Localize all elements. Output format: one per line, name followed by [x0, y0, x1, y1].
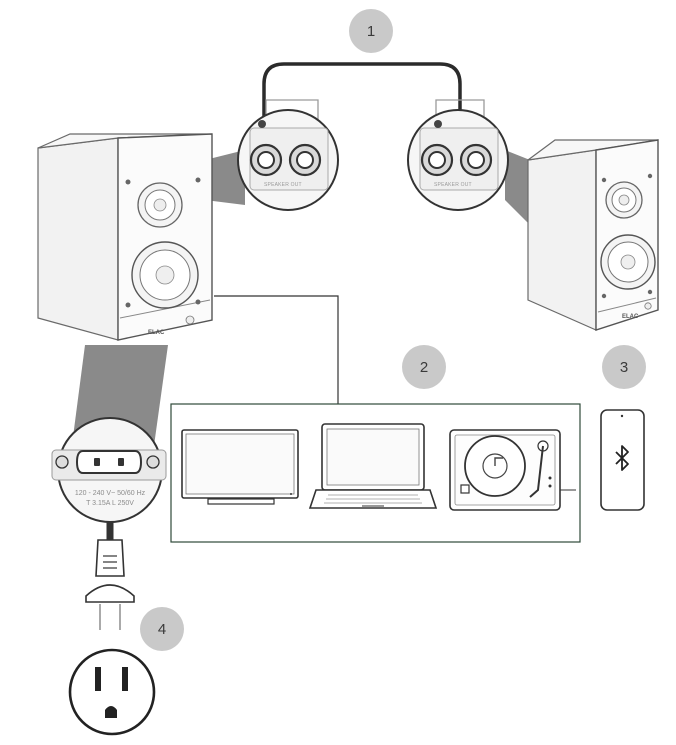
- bluetooth-icon: [615, 445, 629, 471]
- left-speaker-brand: ELAC: [148, 330, 165, 336]
- smartphone-icon: [600, 409, 645, 511]
- zoom-cone-right-terminal: [505, 150, 530, 225]
- step-badge-2: 2: [402, 345, 446, 389]
- sources-frame: [170, 403, 581, 543]
- speaker-wire: [262, 62, 485, 124]
- zoom-cone-left-terminal: [205, 150, 245, 205]
- step-number-1: 1: [367, 23, 375, 40]
- step-number-2: 2: [420, 359, 428, 376]
- step-badge-1: 1: [349, 9, 393, 53]
- right-terminal-label: SPEAKER OUT: [434, 182, 472, 188]
- turntable-icon: [449, 429, 576, 511]
- source-cable: [214, 295, 339, 404]
- laptop-icon: [308, 423, 438, 509]
- step-badge-3: 3: [602, 345, 646, 389]
- left-terminal-label: SPEAKER OUT: [264, 182, 302, 188]
- power-spec-line2: T 3.15A L 250V: [86, 500, 134, 507]
- left-terminal-zoom: SPEAKER OUT: [237, 109, 339, 211]
- right-speaker-brand: ELAC: [622, 314, 639, 320]
- step-number-3: 3: [620, 359, 628, 376]
- power-spec-line1: 120 - 240 V~ 50/60 Hz: [75, 490, 146, 497]
- step-number-4: 4: [158, 621, 166, 638]
- tv-icon: [181, 429, 299, 505]
- left-speaker: ELAC: [37, 133, 213, 341]
- power-plug-icon: [85, 522, 135, 630]
- wall-outlet-icon: [68, 648, 156, 736]
- right-speaker: ELAC: [527, 139, 659, 331]
- power-inlet-zoom: 120 - 240 V~ 50/60 Hz T 3.15A L 250V: [51, 417, 167, 523]
- step-badge-4: 4: [140, 607, 184, 651]
- right-terminal-zoom: SPEAKER OUT: [407, 109, 509, 211]
